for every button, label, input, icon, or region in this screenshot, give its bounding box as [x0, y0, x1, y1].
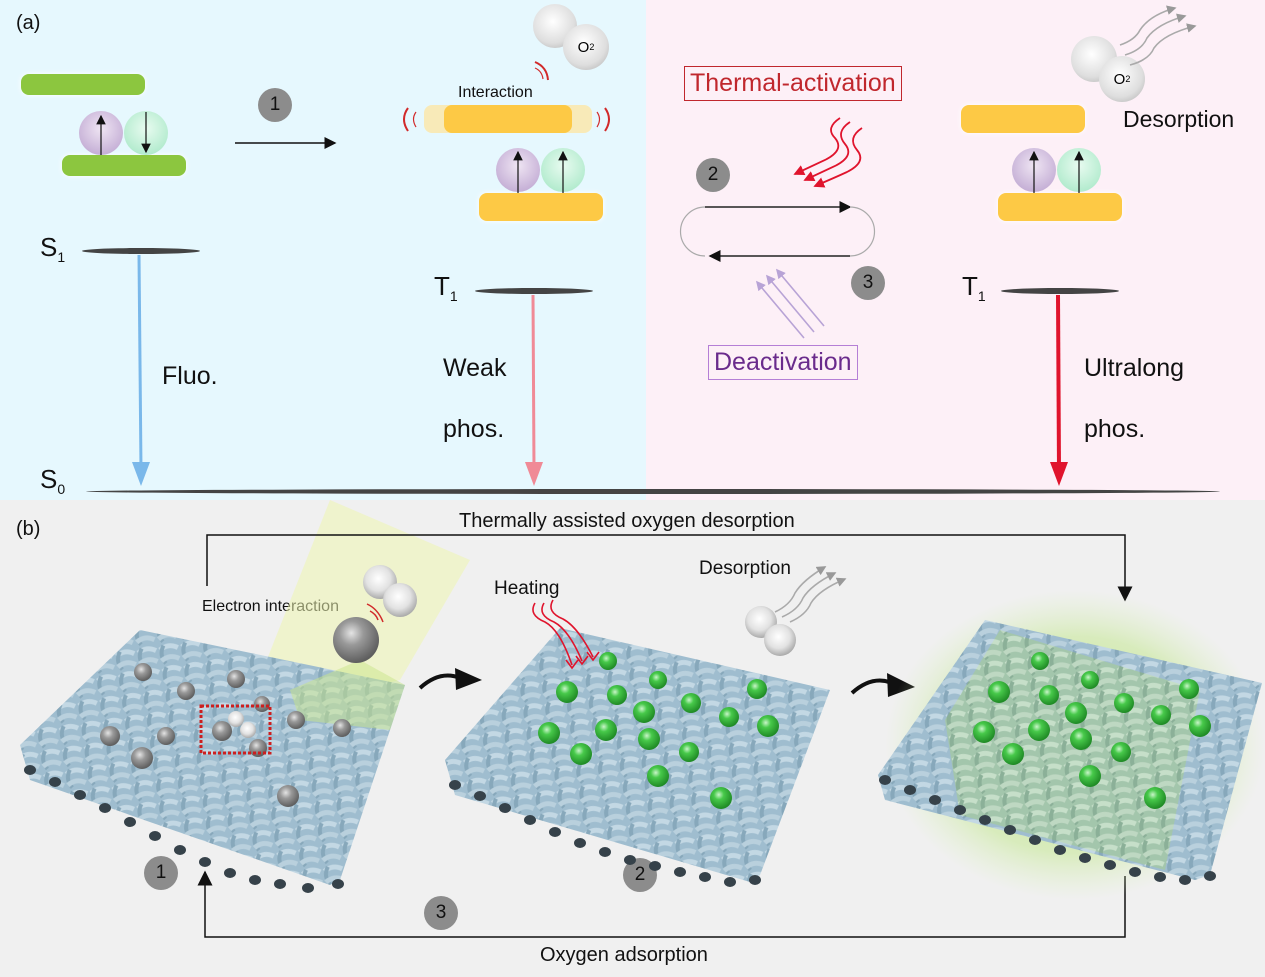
highlight-region [290, 660, 405, 730]
transition-arrow-1 [418, 673, 461, 690]
desorption-label: Desorption [699, 558, 791, 579]
desorption-waves-icon [774, 566, 847, 623]
step-2-badge: 2 [696, 158, 730, 192]
fiber-ends [449, 780, 761, 887]
fluorescence-label: Fluo. [162, 362, 218, 390]
lumo-orbital-bar-vibrating [444, 105, 572, 133]
emitter-balls [538, 652, 779, 809]
s1-level-label: S1 [40, 232, 66, 266]
o2-atom [240, 722, 256, 738]
s0-energy-level [86, 489, 1220, 494]
weak-phosphorescence-arrowhead [525, 462, 543, 486]
panel-b-label: (b) [16, 518, 41, 540]
o2-atom [228, 711, 244, 727]
transition-arrow-2 [850, 678, 893, 695]
desorption-waves-icon [1119, 5, 1197, 66]
fiber-ends [24, 765, 344, 893]
transition-arrowhead-1 [455, 668, 482, 690]
zoom-region-box [199, 704, 272, 755]
interaction-waves-icon [366, 603, 384, 623]
lumo-orbital-bar [21, 74, 145, 95]
ultralong-label: Ultralong [1084, 354, 1185, 382]
s0-level-label: S0 [40, 464, 66, 498]
heating-label: Heating [494, 578, 560, 599]
top-cycle-arrow [206, 534, 1133, 602]
step-3-badge: 3 [851, 266, 885, 300]
top-cycle-label: Thermally assisted oxygen desorption [459, 510, 795, 532]
desorption-label: Desorption [1123, 106, 1235, 132]
step-3-badge: 3 [424, 896, 458, 930]
weak-label: Weak [443, 354, 507, 382]
step-1-badge: 1 [258, 88, 292, 122]
homo-orbital-bar [62, 155, 186, 176]
ultralong-phosphorescence-arrow [1056, 294, 1061, 471]
weak-phosphorescence-arrow [531, 294, 536, 471]
t1-level-label: T1 [962, 271, 986, 305]
vibration-waves-icon [403, 61, 610, 132]
phos-label: phos. [1084, 415, 1146, 443]
deactivation-arrows-icon [755, 268, 825, 339]
t1-energy-level [1001, 288, 1119, 294]
fluorescence-arrow [137, 254, 143, 471]
homo-orbital-bar [998, 193, 1122, 221]
thermal-activation-label: Thermal-activation [684, 66, 902, 101]
framework-sheet-1 [20, 565, 417, 893]
lumo-orbital-bar [961, 105, 1085, 133]
fluorescence-arrowhead [132, 462, 150, 486]
emitter-balls [973, 652, 1211, 809]
t1-level-label: T1 [434, 271, 458, 305]
ultralong-phosphorescence-arrowhead [1050, 462, 1068, 486]
fiber-ends [879, 775, 1216, 885]
isc-cycle-loop [679, 201, 876, 262]
spotlight-cone [245, 500, 470, 715]
panel-a-right-background [646, 0, 1265, 500]
framework-sheet-3 [878, 590, 1265, 900]
homo-orbital-bar [479, 193, 603, 221]
o2-atom [383, 583, 417, 617]
phos-label: phos. [443, 415, 505, 443]
panel-a-label: (a) [16, 12, 41, 34]
step-1-badge: 1 [144, 856, 178, 890]
panel-a-arrows [96, 5, 1197, 486]
heating-waves-icon [532, 599, 600, 670]
s1-energy-level [82, 248, 200, 254]
deactivation-label: Deactivation [708, 345, 858, 380]
t1-energy-level [475, 288, 593, 294]
bottom-cycle-arrow [197, 870, 1126, 938]
framework-sheet-2 [445, 566, 847, 887]
oxygen-balls [100, 663, 351, 807]
magnified-oxygen-ball [333, 617, 379, 663]
interaction-label: Interaction [458, 84, 533, 101]
o2-atom [764, 624, 796, 656]
thermal-activation-waves-icon [793, 117, 863, 188]
bottom-cycle-label: Oxygen adsorption [540, 944, 708, 966]
